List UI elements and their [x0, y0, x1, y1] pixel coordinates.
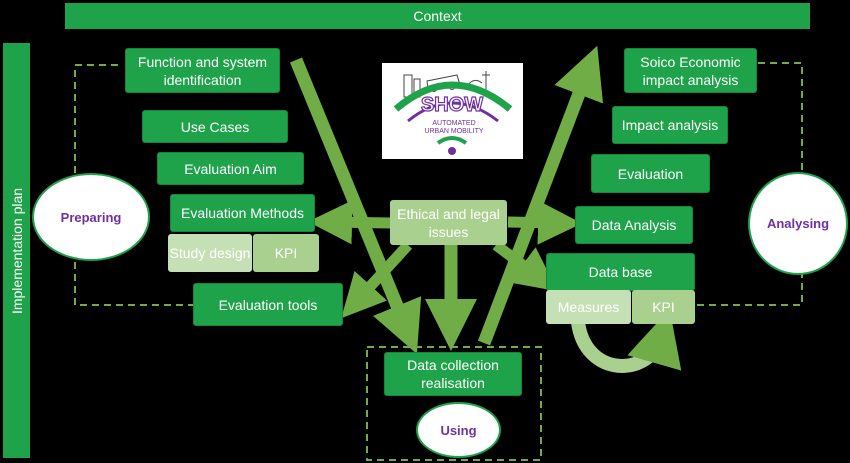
evaluation-tools-box: Evaluation tools — [193, 283, 343, 326]
study-design-box: Study design — [168, 234, 252, 272]
show-dot — [448, 147, 456, 155]
impact-analysis-box: Impact analysis — [612, 106, 728, 144]
implementation-plan-bar: Implementation plan — [3, 43, 30, 458]
socio-economic-label: Soico Economic impact analysis — [640, 53, 741, 88]
evaluation-box: Evaluation — [591, 154, 710, 193]
function-identification-label: Function and system identification — [137, 53, 268, 88]
analysing-label: Analysing — [766, 216, 830, 231]
data-collection-box: Data collection realisation — [384, 352, 522, 396]
arrow-function-to-collection — [289, 57, 422, 355]
show-logo: SHOW AUTOMATED URBAN MOBILITY — [382, 63, 523, 159]
data-base-box: Data base — [546, 253, 695, 291]
kpi-analysing-label: KPI — [652, 299, 675, 315]
show-line2-text: URBAN MOBILITY — [424, 128, 483, 135]
using-circle: Using — [416, 402, 501, 458]
data-analysis-box: Data Analysis — [575, 206, 693, 244]
evaluation-aim-box: Evaluation Aim — [157, 152, 304, 185]
data-base-label: Data base — [588, 264, 653, 280]
ethical-issues-box: Ethical and legal issues — [390, 200, 507, 245]
evaluation-methods-label: Evaluation Methods — [181, 205, 304, 221]
evaluation-methods-box: Evaluation Methods — [170, 194, 315, 232]
arrow-measures-to-kpi — [571, 309, 682, 373]
ethical-issues-label: Ethical and legal issues — [397, 205, 500, 240]
function-identification-box: Function and system identification — [125, 48, 280, 93]
analysing-dashed-frame — [695, 62, 803, 306]
arrow-ethical-to-analysis — [507, 200, 582, 245]
measures-label: Measures — [557, 299, 620, 315]
analysing-circle: Analysing — [748, 172, 848, 275]
context-bar: Context — [65, 3, 810, 29]
show-logo-graphic: SHOW AUTOMATED URBAN MOBILITY — [393, 71, 513, 155]
data-collection-label: Data collection realisation — [407, 357, 499, 391]
study-design-label: Study design — [169, 245, 251, 261]
socio-economic-box: Soico Economic impact analysis — [624, 48, 757, 93]
arrow-collection-to-socio — [477, 45, 604, 346]
show-arc-purple — [407, 101, 499, 123]
kpi-analysing-box: KPI — [632, 290, 695, 324]
data-analysis-label: Data Analysis — [591, 217, 677, 233]
kpi-preparing-box: KPI — [253, 234, 319, 272]
arrow-ethical-to-tools — [341, 241, 413, 319]
show-arc-small — [436, 136, 468, 145]
show-brand-text: SHOW — [421, 94, 483, 116]
use-cases-label: Use Cases — [180, 118, 250, 135]
using-label: Using — [440, 422, 477, 438]
evaluation-tools-label: Evaluation tools — [218, 296, 318, 313]
evaluation-aim-label: Evaluation Aim — [184, 160, 277, 177]
context-label: Context — [413, 8, 462, 24]
show-arc-green — [393, 81, 513, 112]
use-cases-box: Use Cases — [142, 110, 288, 143]
evaluation-label: Evaluation — [617, 165, 684, 182]
arrow-ethical-to-methods — [308, 200, 393, 245]
measures-box: Measures — [546, 290, 631, 324]
preparing-circle: Preparing — [32, 173, 150, 261]
arrow-ethical-to-database — [492, 240, 558, 292]
kpi-preparing-label: KPI — [274, 245, 298, 261]
impact-analysis-label: Impact analysis — [621, 117, 719, 133]
show-line1-text: AUTOMATED — [432, 120, 475, 127]
preparing-label: Preparing — [60, 209, 122, 225]
